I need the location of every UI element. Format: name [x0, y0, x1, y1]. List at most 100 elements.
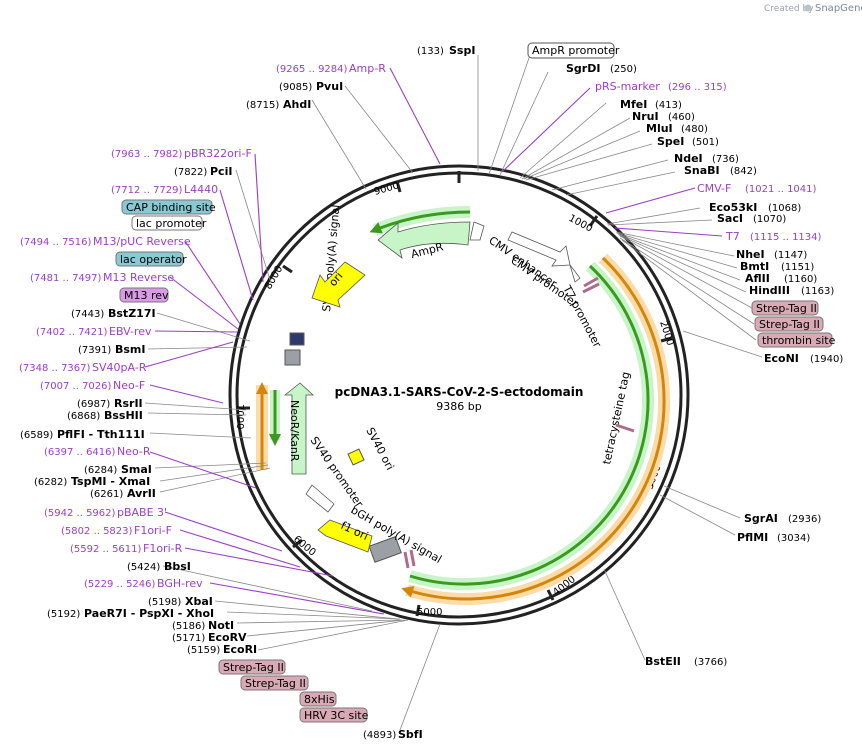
site-tspmi-xmai[interactable]: TspMI - XmaI	[71, 475, 150, 488]
site-ahdi[interactable]: AhdI	[283, 98, 311, 111]
site-bsshii[interactable]: BssHII	[104, 409, 143, 422]
box-lac-operator[interactable]	[115, 251, 184, 267]
site-pos-hindiii: (1163)	[801, 286, 834, 297]
plasmid-size: 9386 bp	[436, 400, 481, 413]
box-cap-binding-site[interactable]	[121, 199, 213, 215]
site-smai[interactable]: SmaI	[121, 463, 152, 476]
backbone-outer-ring	[228, 164, 690, 626]
site-mfei[interactable]: MfeI	[620, 98, 647, 111]
site-pos-bsmi: (7391)	[78, 345, 111, 356]
primer-t7[interactable]: T7	[725, 230, 740, 243]
primer-pos-cmv-f: (1021 .. 1041)	[745, 184, 817, 195]
box-m13-rev[interactable]	[119, 287, 169, 303]
primer-ebv-rev[interactable]: EBV-rev	[109, 325, 152, 338]
site-pos-ndei: (736)	[712, 154, 739, 165]
site-pos-bbsi: (5424)	[127, 562, 160, 573]
feature-f1-ori: f1 ori	[317, 519, 373, 553]
box-strep-tag-2[interactable]	[754, 316, 824, 332]
site-spei[interactable]: SpeI	[657, 135, 684, 148]
feature-sv40-ori-label: SV40 ori	[363, 425, 396, 472]
site-pos-bsteii: (3766)	[694, 657, 727, 668]
site-bsteii[interactable]: BstEII	[645, 655, 681, 668]
box-strep-tag-3[interactable]	[218, 659, 286, 675]
primer-m13-puc-reverse[interactable]: M13/pUC Reverse	[93, 235, 191, 248]
site-pos-rsrii: (6987)	[77, 399, 110, 410]
primer-m13-reverse[interactable]: M13 Reverse	[103, 271, 174, 284]
site-pos-noti: (5186)	[172, 621, 205, 632]
feature-ori: ori	[311, 261, 366, 308]
site-pos-xmai: (6282)	[34, 477, 67, 488]
site-sspi[interactable]: SspI	[449, 44, 475, 57]
neo-cds-track	[256, 382, 281, 470]
site-ndei[interactable]: NdeI	[674, 152, 703, 165]
box-strep-tag-4-label: Strep-Tag II	[245, 677, 306, 690]
site-sbfi[interactable]: SbfI	[398, 728, 423, 741]
site-noti[interactable]: NotI	[208, 619, 234, 632]
primer-f1ori-f[interactable]: F1ori-F	[134, 524, 172, 537]
site-bmti[interactable]: BmtI	[740, 260, 769, 273]
box-lac-promoter[interactable]	[131, 215, 203, 231]
feature-neor-label: NeoR/KanR	[288, 400, 301, 462]
primer-cmv-f[interactable]: CMV-F	[697, 182, 731, 195]
tick-label-7000: 7000	[234, 404, 245, 429]
box-strep-tag-3-label: Strep-Tag II	[223, 661, 284, 674]
site-pvui[interactable]: PvuI	[316, 80, 343, 93]
primer-neo-f[interactable]: Neo-F	[113, 379, 145, 392]
site-mlui[interactable]: MluI	[646, 122, 673, 135]
site-bbsi[interactable]: BbsI	[164, 560, 191, 573]
box-ampr-promoter-label: AmpR promoter	[532, 44, 620, 57]
site-hindiii[interactable]: HindIII	[749, 284, 790, 297]
site-nhei[interactable]: NheI	[736, 248, 765, 261]
primer-f1ori-r[interactable]: F1ori-R	[143, 542, 183, 555]
box-8xhis[interactable]	[299, 691, 337, 707]
site-pos-mfei: (413)	[655, 100, 682, 111]
site-snabi[interactable]: SnaBI	[684, 164, 720, 177]
feature-neor: NeoR/KanR	[283, 382, 315, 475]
site-pos-pvui: (9085)	[279, 82, 312, 93]
site-sgrai[interactable]: SgrAI	[744, 512, 778, 525]
site-saci[interactable]: SacI	[717, 212, 743, 225]
primer-pos-m13-reverse: (7481 .. 7497)	[30, 273, 102, 284]
site-srui[interactable]: NruI	[632, 110, 659, 123]
primer-bgh-rev[interactable]: BGH-rev	[157, 577, 203, 590]
feature-ampr: AmpR	[377, 221, 485, 261]
primer-pbr322ori-f[interactable]: pBR322ori-F	[184, 147, 252, 160]
site-pos-saci: (1070)	[753, 214, 786, 225]
site-ecorv[interactable]: EcoRV	[208, 631, 247, 644]
primer-pos-pbabe: (5942 .. 5962)	[44, 508, 116, 519]
site-pflmi[interactable]: PflMI	[737, 531, 768, 544]
site-sgrdi[interactable]: SgrDI	[566, 62, 600, 75]
primer-prs-marker[interactable]: pRS-marker	[595, 80, 660, 93]
box-ampr-promoter[interactable]	[527, 42, 615, 59]
site-pos-snabi: (842)	[730, 166, 757, 177]
primer-amp-r[interactable]: Amp-R	[349, 62, 386, 75]
site-avrii[interactable]: AvrII	[127, 487, 156, 500]
primer-neo-r[interactable]: Neo-R	[117, 445, 151, 458]
site-paer7i-pspxi-xhoi[interactable]: PaeR7I - PspXI - XhoI	[84, 607, 214, 620]
site-pflfi-tth111i[interactable]: PflFI - Tth111I	[57, 428, 145, 441]
site-pos-bmti: (1151)	[781, 262, 814, 273]
box-strep-tag-1[interactable]	[751, 300, 819, 316]
site-pos-econi: (1940)	[810, 354, 843, 365]
primer-pos-bgh-rev: (5229 .. 5246)	[84, 579, 156, 590]
created-by-text: Created by	[764, 4, 814, 14]
box-strep-tag-4[interactable]	[240, 675, 309, 691]
primer-pos-pbr322ori-f: (7963 .. 7982)	[111, 149, 183, 160]
site-aflii[interactable]: AflII	[745, 272, 770, 285]
site-xbai[interactable]: XbaI	[185, 595, 213, 608]
site-econi[interactable]: EcoNI	[764, 352, 799, 365]
site-pos-ecori: (5159)	[187, 645, 220, 656]
site-bstz17i[interactable]: BstZ17I	[108, 307, 156, 320]
site-pcii[interactable]: PciI	[210, 165, 232, 178]
site-rsrii[interactable]: RsrII	[114, 397, 143, 410]
primer-sv40pa-r[interactable]: SV40pA-R	[92, 361, 147, 374]
primer-l4440[interactable]: L4440	[184, 183, 218, 196]
site-eco53ki[interactable]: Eco53kI	[709, 201, 757, 214]
site-ecori[interactable]: EcoRI	[223, 643, 257, 656]
primer-pbabe[interactable]: pBABE 3'	[117, 506, 167, 519]
site-pos-spei: (501)	[692, 137, 719, 148]
site-bsmi[interactable]: BsmI	[115, 343, 146, 356]
feature-cmv: CMV enhancer CMV promoter T7 promoter	[486, 231, 604, 350]
box-hrv-3c-site[interactable]	[299, 707, 368, 723]
box-thrombin-site[interactable]	[757, 332, 833, 348]
